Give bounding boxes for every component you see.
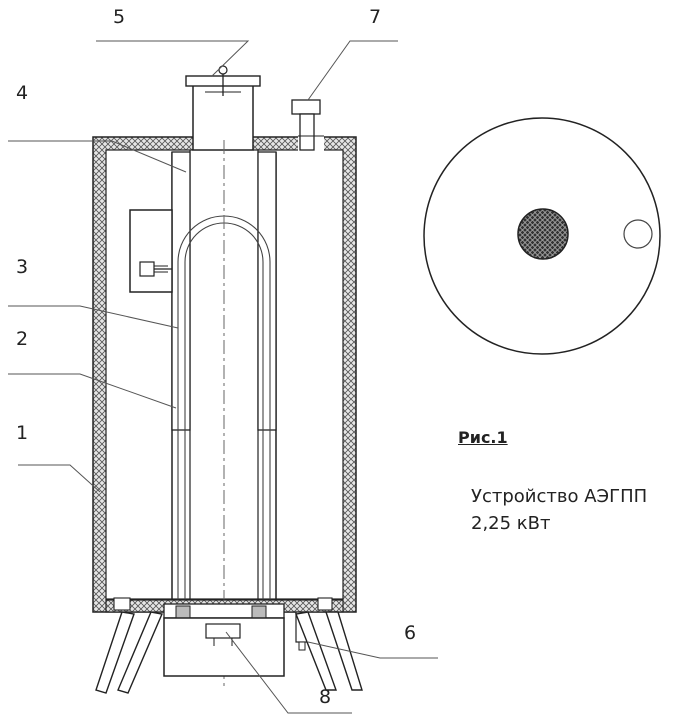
figure-caption: Устройство АЭГПП 2,25 кВт xyxy=(471,483,681,537)
callout-7: 7 xyxy=(369,6,382,28)
control-box xyxy=(129,209,173,293)
vent-hole-icon xyxy=(623,219,653,249)
legs xyxy=(95,611,363,694)
bottom-terminal-housing xyxy=(163,617,285,677)
air-vent xyxy=(291,99,324,151)
callout-1: 1 xyxy=(16,422,29,444)
callout-8: 8 xyxy=(319,686,332,708)
callout-2: 2 xyxy=(16,328,29,350)
outlet-mesh-icon xyxy=(517,208,569,260)
top-outlet-pipe xyxy=(185,65,261,151)
callout-3: 3 xyxy=(16,256,29,278)
base-flange xyxy=(105,597,344,652)
callout-5: 5 xyxy=(113,6,126,28)
caption-line-1: Устройство АЭГПП xyxy=(471,486,648,507)
leader-lines xyxy=(8,40,438,714)
callout-4: 4 xyxy=(16,82,29,104)
figure-title: Рис.1 xyxy=(458,428,508,447)
top-view xyxy=(423,117,661,355)
callout-6: 6 xyxy=(404,622,417,644)
caption-line-2: 2,25 кВт xyxy=(471,513,551,534)
